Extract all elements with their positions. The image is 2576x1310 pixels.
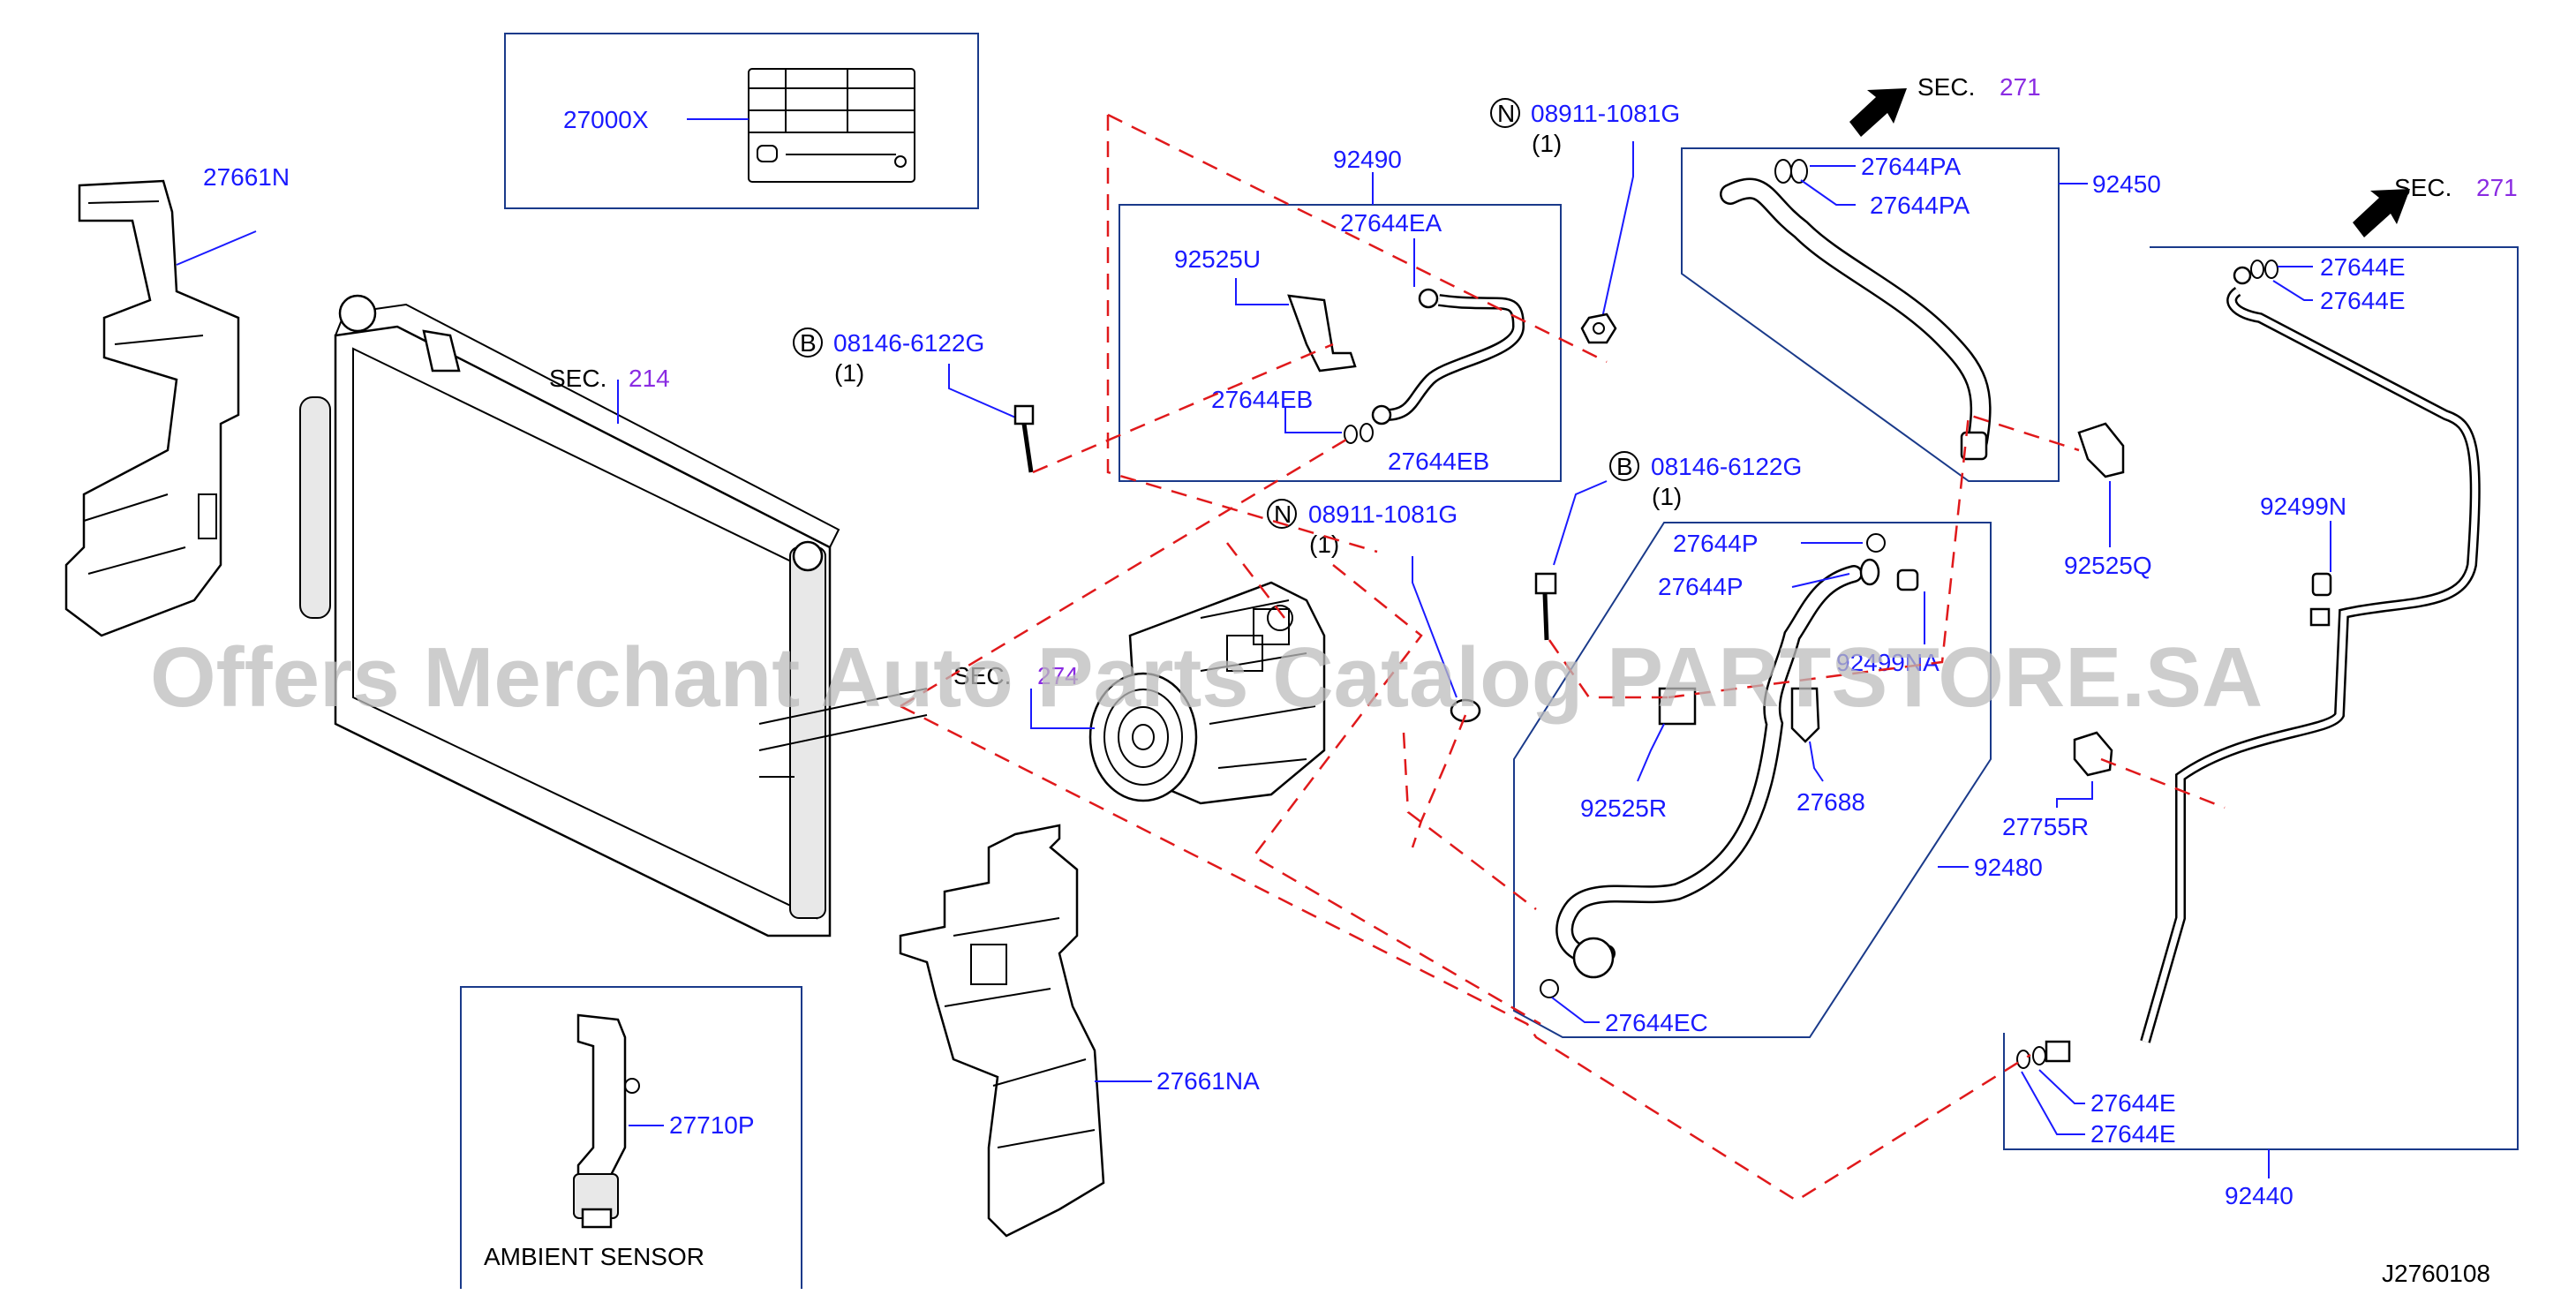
part-label-92450: 92450 [2092,170,2161,198]
part-label-27644EB-lower: 27644EB [1388,448,1489,475]
part-label-27644PA-lower: 27644PA [1870,192,1970,219]
condenser-assembly [299,294,928,937]
box-92450 [1681,147,2060,482]
arrow-sec-271-upper-icon [1849,88,1907,137]
bolt-08146-left [1013,404,1035,473]
part-label-08146-6122G-left: 08146-6122G [833,329,984,357]
ambient-sensor-27710P [573,1013,640,1229]
nut-08911-mid [1450,698,1481,723]
part-label-92525Q: 92525Q [2064,552,2152,579]
circle-letter-B-1: B [800,329,817,357]
clip-27755R [2073,731,2113,777]
part-label-27710P: 27710P [669,1111,755,1139]
sec-271-upper-number: 271 [2000,73,2041,101]
part-label-27644EC: 27644EC [1605,1009,1708,1036]
part-label-08146-6122G-right: 08146-6122G [1651,453,1802,480]
box-92440 [2003,246,2519,1150]
diagram-id: J2760108 [2382,1260,2490,1287]
sec-271-upper-word: SEC. [1917,73,1975,101]
sec-214-number: 214 [629,365,670,392]
part-label-27644PA-upper: 27644PA [1861,153,1961,180]
qty-08146-left: (1) [834,359,864,387]
part-label-27644E-1: 27644E [2320,253,2406,281]
sec-274-number: 274 [1037,662,1079,689]
part-label-27644EA: 27644EA [1340,209,1442,237]
hose-92480 [1540,558,1919,998]
qty-08146-right: (1) [1652,483,1682,510]
circle-mark-N-2 [1267,499,1297,529]
caution-label-illustration [748,68,915,183]
circle-letter-N-1: N [1497,100,1515,127]
part-label-92490: 92490 [1333,146,1402,173]
part-label-27755R: 27755R [2002,813,2089,840]
sec-271-right-word: SEC. [2394,174,2452,201]
part-label-92440: 92440 [2225,1182,2294,1209]
sec-271-right-number: 271 [2476,174,2518,201]
circle-mark-B-1 [793,328,823,358]
watermark-text: Offers Merchant Auto Parts Catalog PARTS… [150,630,2263,725]
clip-92525Q [2077,422,2125,478]
part-label-92499N: 92499N [2260,493,2346,520]
part-label-27688: 27688 [1796,788,1865,816]
air-guide-right-27661NA [899,824,1105,1238]
sec-214-word: SEC. [549,365,606,392]
box-92480 [1513,522,1992,1038]
part-label-27644E-2: 27644E [2320,287,2406,314]
label-box-frame [504,33,979,209]
ambient-sensor-box-frame [460,986,802,1289]
part-label-92525R: 92525R [1580,794,1667,822]
part-label-27000X: 27000X [563,106,649,133]
hose-92450 [1720,159,1992,461]
arrow-sec-271-right-icon [2353,189,2410,237]
part-label-27644P-upper: 27644P [1673,530,1759,557]
part-label-08911-1081G-top: 08911-1081G [1531,100,1680,127]
bolt-08146-right [1534,572,1557,641]
pipe-92440 [2016,260,2481,1069]
compressor [1088,581,1326,805]
sec-274-word: SEC. [953,662,1011,689]
part-label-27644EB-upper: 27644EB [1211,386,1313,413]
part-label-92480: 92480 [1974,854,2043,881]
part-label-08911-1081G-mid: 08911-1081G [1308,501,1457,528]
part-label-27644E-4: 27644E [2090,1120,2176,1148]
hose-92490 [1287,288,1525,425]
circle-mark-B-2 [1609,451,1639,481]
air-guide-left-27661N [64,179,240,637]
nut-08911-top [1580,312,1617,344]
circle-letter-B-2: B [1616,453,1633,480]
qty-08911-top: (1) [1532,130,1562,157]
ambient-sensor-caption: AMBIENT SENSOR [484,1243,704,1270]
box-92490 [1119,204,1562,482]
part-label-27644E-3: 27644E [2090,1089,2176,1117]
circle-mark-N-1 [1490,98,1520,128]
part-label-92525U: 92525U [1174,245,1261,273]
part-label-27661N: 27661N [203,163,290,191]
part-label-27661NA: 27661NA [1156,1067,1260,1095]
part-label-27644P-lower: 27644P [1658,573,1744,600]
connection-dashed-lines [900,113,2226,1202]
part-label-92499NA: 92499NA [1836,649,1940,676]
qty-08911-mid: (1) [1309,531,1339,558]
circle-letter-N-2: N [1274,501,1292,528]
